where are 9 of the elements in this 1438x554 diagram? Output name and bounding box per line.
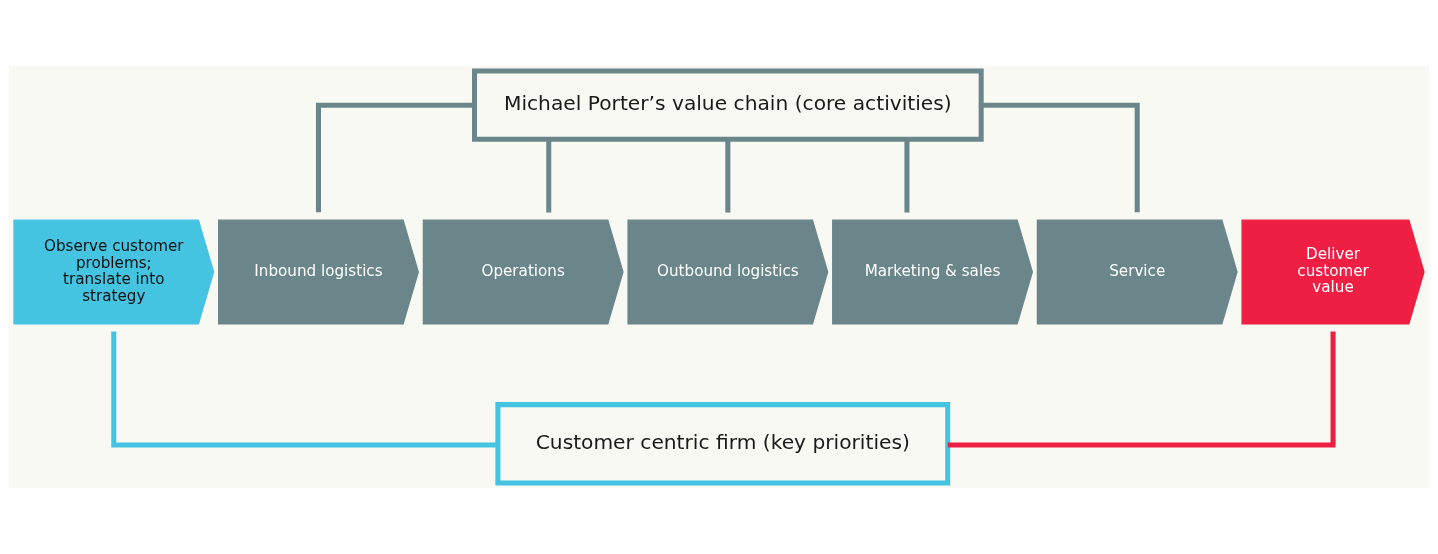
node-box: Michael Porter’s value chain (core activities): [472, 68, 984, 142]
connector: [111, 331, 498, 448]
connector: [315, 102, 475, 213]
node-box: Customer centric firm (key priorities): [495, 402, 951, 486]
connector: [904, 139, 910, 213]
connector: [947, 331, 1336, 448]
connector: [546, 139, 552, 213]
connector: [981, 102, 1140, 213]
connector: [725, 139, 731, 213]
